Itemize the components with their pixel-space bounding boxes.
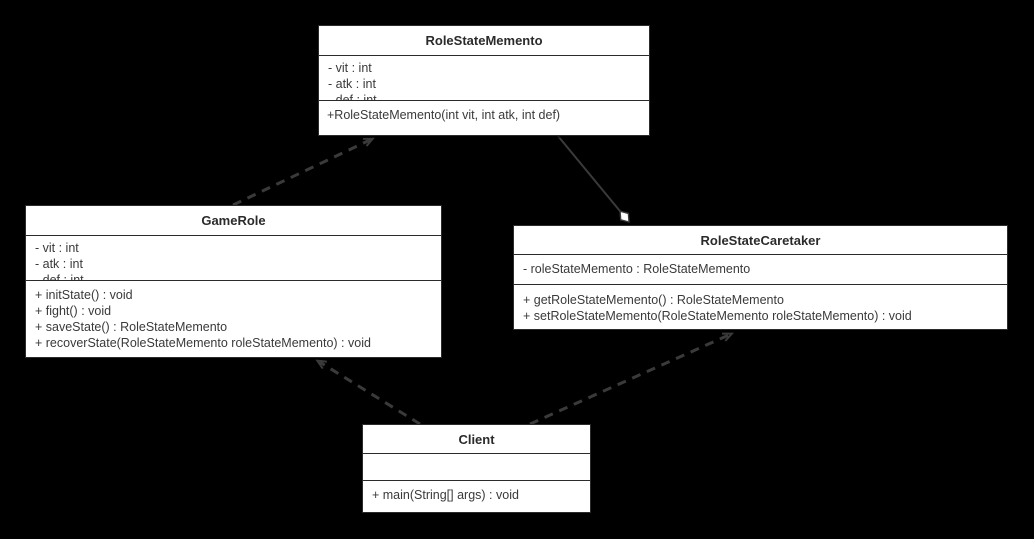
methods-compartment-rolestatecaretaker: + getRoleStateMemento() : RoleStateMemen… — [514, 285, 1007, 329]
method-item: + initState() : void — [35, 288, 133, 302]
attributes-compartment-rolestatecaretaker: - roleStateMemento : RoleStateMemento — [514, 255, 1007, 285]
method-item: + getRoleStateMemento() : RoleStateMemen… — [523, 293, 784, 307]
attribute-item: - def : int — [328, 93, 377, 101]
class-title-client: Client — [363, 425, 590, 454]
class-box-rolestatecaretaker[interactable]: RoleStateCaretaker - roleStateMemento : … — [513, 225, 1008, 330]
method-item: + fight() : void — [35, 304, 112, 318]
class-title-gamerole: GameRole — [26, 206, 441, 236]
attributes-compartment-client — [363, 454, 590, 481]
class-box-client[interactable]: Client + main(String[] args) : void — [362, 424, 591, 513]
attribute-item: - def : int — [35, 273, 84, 281]
method-item: + saveState() : RoleStateMemento — [35, 320, 228, 334]
edge-client-to-gamerole — [318, 361, 421, 426]
method-item: + main(String[] args) : void — [372, 488, 519, 502]
edge-gamerole-to-rolestatememento — [232, 139, 372, 207]
class-title-rolestatecaretaker: RoleStateCaretaker — [514, 226, 1007, 255]
attribute-item: - roleStateMemento : RoleStateMemento — [523, 262, 751, 276]
class-box-gamerole[interactable]: GameRole - vit : int - atk : int - def :… — [25, 205, 442, 358]
methods-compartment-rolestatememento: +RoleStateMemento(int vit, int atk, int … — [319, 101, 649, 135]
attributes-compartment-rolestatememento: - vit : int - atk : int - def : int — [319, 56, 649, 101]
attribute-item: - vit : int — [328, 61, 372, 75]
class-box-rolestatememento[interactable]: RoleStateMemento - vit : int - atk : int… — [318, 25, 650, 136]
attribute-item: - vit : int — [35, 241, 79, 255]
methods-compartment-client: + main(String[] args) : void — [363, 481, 590, 512]
attribute-item: - atk : int — [35, 257, 83, 271]
class-title-rolestatememento: RoleStateMemento — [319, 26, 649, 56]
methods-compartment-gamerole: + initState() : void + fight() : void + … — [26, 281, 441, 357]
attribute-item: - atk : int — [328, 77, 376, 91]
edge-client-to-rolestatecaretaker — [529, 334, 731, 426]
attributes-compartment-gamerole: - vit : int - atk : int - def : int — [26, 236, 441, 281]
method-item: + setRoleStateMemento(RoleStateMemento r… — [523, 309, 912, 323]
edge-rolestatememento-to-rolestatecaretaker — [557, 135, 630, 222]
method-item: + recoverState(RoleStateMemento roleStat… — [35, 336, 371, 350]
method-item: +RoleStateMemento(int vit, int atk, int … — [327, 108, 561, 122]
